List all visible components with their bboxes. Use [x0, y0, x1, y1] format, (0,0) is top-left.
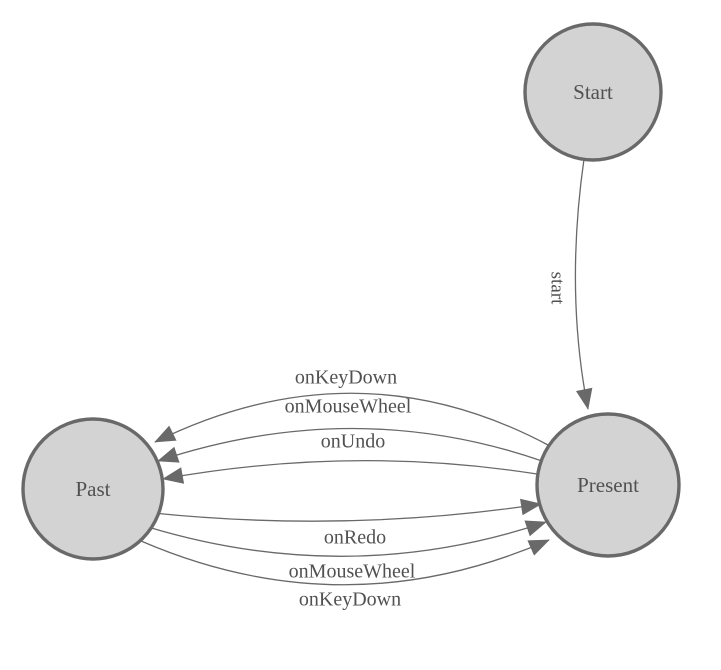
node-label-start: Start	[573, 80, 613, 104]
edge-label: onUndo	[321, 431, 385, 453]
edge-past-to-present-onKeyDown	[140, 539, 550, 586]
edge-start-to-present-start	[574, 158, 593, 410]
edge-present-to-past-onUndo	[162, 460, 538, 484]
node-past	[21, 417, 165, 561]
edge-label: onMouseWheel	[285, 396, 412, 418]
edge-present-to-past-onMouseWheel	[157, 427, 543, 463]
edge-label: onKeyDown	[299, 589, 401, 611]
edge-label: onMouseWheel	[289, 561, 416, 583]
edge-label: onRedo	[324, 527, 386, 549]
node-present	[535, 412, 681, 558]
edge-label: start	[547, 272, 568, 305]
edge-past-to-present-onRedo	[152, 498, 542, 522]
node-label-past: Past	[75, 477, 110, 501]
node-start	[523, 22, 663, 162]
edge-label: onKeyDown	[295, 367, 397, 389]
node-label-present: Present	[577, 473, 639, 497]
edge-past-to-present-onMouseWheel	[147, 520, 547, 557]
edge-present-to-past-onKeyDown	[154, 392, 549, 446]
